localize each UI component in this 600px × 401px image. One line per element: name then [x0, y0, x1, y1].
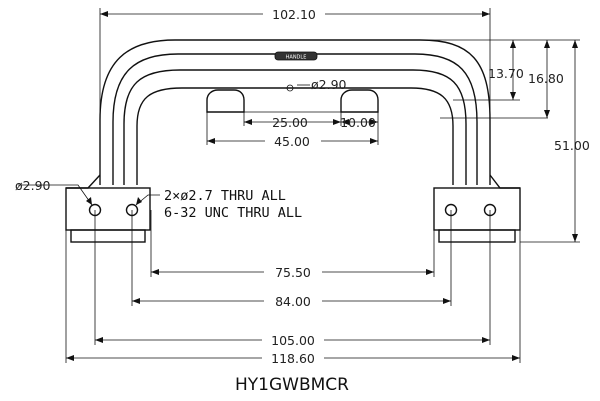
dim-outer-hole-span: 105.00	[271, 333, 315, 348]
hole-notes: 2×ø2.7 THRU ALL 6-32 UNC THRU ALL	[164, 188, 302, 221]
dim-top-offset-large: 16.80	[528, 71, 564, 86]
part-number-caption: HY1GWBMCR	[235, 375, 349, 395]
dim-side-hole-diameter: ø2.90	[15, 178, 51, 193]
extension-lines	[65, 8, 580, 363]
dim-top-offset-small: 13.70	[488, 66, 524, 81]
dim-mid-hole-span: 84.00	[275, 294, 311, 309]
dim-overall-height: 51.00	[554, 138, 590, 153]
right-foot	[433, 187, 521, 243]
logo-text: HANDLE	[286, 55, 307, 61]
dim-top-hole-diameter: ø2.90	[311, 77, 347, 92]
dim-inner-hole-span: 75.50	[275, 265, 311, 280]
dim-slot-span: 45.00	[274, 134, 310, 149]
dim-slot-spacing: 25.00	[272, 115, 308, 130]
left-foot	[65, 187, 151, 243]
dim-overall-width: 118.60	[271, 351, 315, 366]
dimension-labels: 102.10 13.70 16.80 51.00 ø2.90 25.00 10.…	[15, 6, 590, 366]
arrowheads	[66, 11, 578, 361]
note-thread: 6-32 UNC THRU ALL	[164, 205, 302, 221]
dim-slot-width: 10.00	[340, 115, 376, 130]
dim-overall-top-width: 102.10	[272, 7, 316, 22]
handle-outline: HANDLE	[66, 39, 520, 189]
note-thru-holes: 2×ø2.7 THRU ALL	[164, 188, 286, 204]
